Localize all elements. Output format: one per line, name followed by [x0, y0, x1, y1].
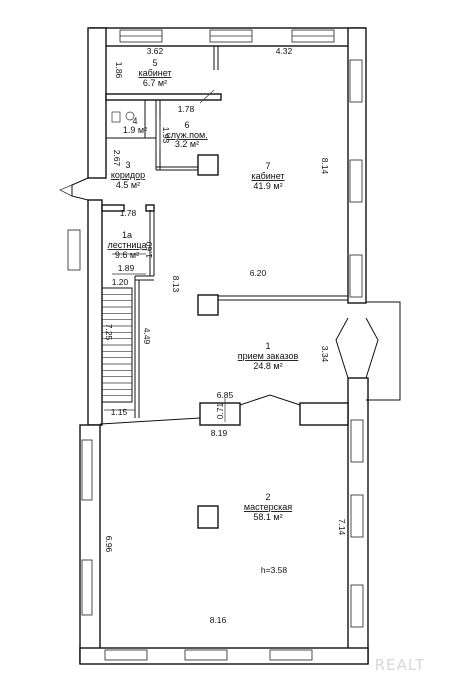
- top-windows: [119, 29, 335, 43]
- dim-3-62: 3.62: [147, 46, 164, 56]
- toilet-fixtures: [111, 111, 135, 123]
- dim-0-71: 0.71: [215, 402, 225, 419]
- room-4-area: 1.9 м²: [123, 125, 147, 135]
- dimension-lines: [104, 118, 226, 422]
- room-6-number: 6: [184, 120, 189, 130]
- right-windows: [349, 59, 364, 628]
- room-1-area: 24.8 м²: [253, 361, 282, 371]
- watermark-text: REALT: [375, 656, 426, 674]
- staircase: [101, 287, 133, 403]
- dim-7-14: 7.14: [337, 519, 347, 536]
- room-2-number: 2: [265, 492, 270, 502]
- left-windows: [67, 229, 93, 616]
- dim-1-15: 1.15: [111, 407, 128, 417]
- dim-8-14: 8.14: [320, 158, 330, 175]
- room-label-5: 5 кабинет 6.7 м²: [138, 58, 171, 88]
- dim-6-85: 6.85: [217, 390, 234, 400]
- dim-1-78-upper: 1.78: [178, 104, 195, 114]
- room-label-1a: 1а лестница 9.6 м²: [107, 230, 146, 260]
- room-7-area: 41.9 м²: [253, 181, 282, 191]
- room-5-number: 5: [152, 58, 157, 68]
- room-label-7: 7 кабинет 41.9 м²: [251, 161, 284, 191]
- left-entrance: [59, 177, 89, 201]
- dim-4-49: 4.49: [142, 328, 152, 345]
- room-1-name: прием заказов: [238, 351, 299, 361]
- dim-1-89: 1.89: [118, 263, 135, 273]
- room-5-name: кабинет: [138, 68, 171, 78]
- dim-3-34: 3.34: [320, 346, 330, 363]
- room-7-number: 7: [265, 161, 270, 171]
- dim-6-20: 6.20: [250, 268, 267, 278]
- room-label-2: 2 мастерская 58.1 м²: [244, 492, 292, 522]
- dim-7-25: 7.25: [104, 324, 114, 341]
- room-1-number: 1: [265, 341, 270, 351]
- room-6-area: 3.2 м²: [175, 139, 199, 149]
- ceiling-height-label: h=3.58: [261, 565, 288, 575]
- room-label-6: 6 служ.пом. 3.2 м²: [166, 120, 207, 149]
- right-entrance: [335, 301, 401, 401]
- room-label-3: 3 коридор 4.5 м²: [111, 160, 145, 190]
- dim-8-19: 8.19: [211, 428, 228, 438]
- dim-1-78-lower: 1.78: [120, 208, 137, 218]
- room-3-area: 4.5 м²: [116, 180, 140, 190]
- room-4-number: 4: [132, 116, 137, 126]
- dim-1-93: 1.93: [161, 127, 171, 144]
- columns: [197, 154, 219, 529]
- room-2-name: мастерская: [244, 502, 292, 512]
- dim-1-60: 1.60: [144, 241, 154, 258]
- room-1a-number: 1а: [122, 230, 132, 240]
- dim-1-20: 1.20: [112, 277, 129, 287]
- room-1a-area: 9.6 м²: [115, 250, 139, 260]
- room-7-name: кабинет: [251, 171, 284, 181]
- room-3-name: коридор: [111, 170, 145, 180]
- bottom-windows: [104, 649, 313, 661]
- room-label-4: 4 1.9 м²: [123, 116, 147, 135]
- interior-walls: [99, 46, 349, 426]
- room-6-name: служ.пом.: [166, 130, 207, 140]
- room-2-area: 58.1 м²: [253, 512, 282, 522]
- dim-2-67: 2.67: [112, 150, 122, 167]
- room-3-number: 3: [125, 160, 130, 170]
- dim-6-96: 6.96: [104, 536, 114, 553]
- room-5-area: 6.7 м²: [143, 78, 167, 88]
- room-label-1: 1 прием заказов 24.8 м²: [238, 341, 299, 371]
- dim-4-32: 4.32: [276, 46, 293, 56]
- room-1a-name: лестница: [107, 240, 146, 250]
- dim-1-86: 1.86: [114, 62, 124, 79]
- dim-8-13: 8.13: [171, 276, 181, 293]
- dim-8-16: 8.16: [210, 615, 227, 625]
